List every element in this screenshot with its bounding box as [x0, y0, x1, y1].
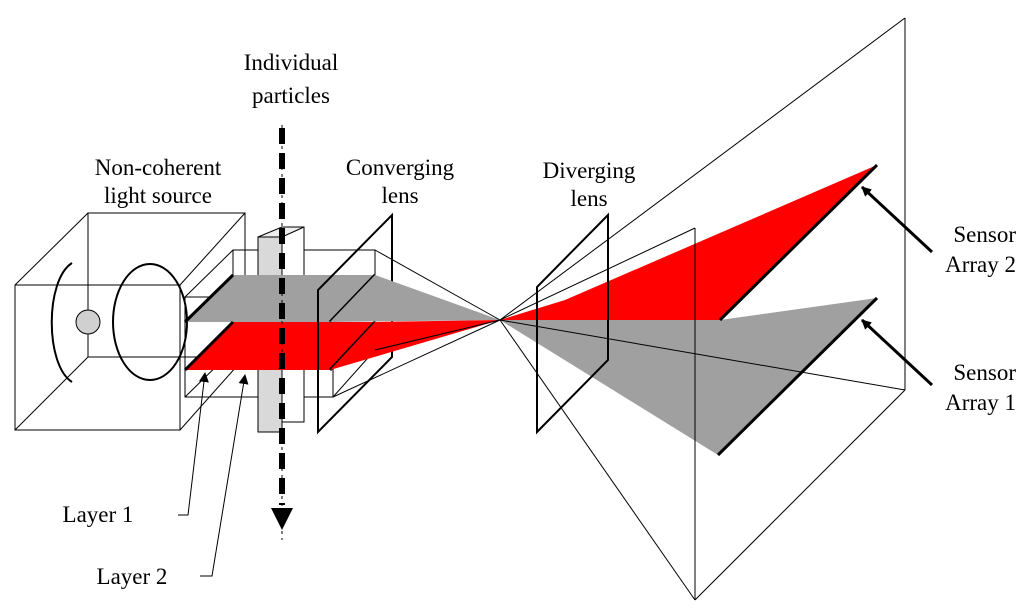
label-sensor-array-1-1: Sensor [953, 360, 1016, 385]
label-sensor-array-2-1: Sensor [953, 222, 1016, 247]
label-layer-2: Layer 2 [97, 564, 168, 589]
label-individual-particles-2: particles [252, 83, 330, 108]
pointer-layer-2 [200, 374, 249, 577]
label-converging-lens-2: lens [381, 183, 418, 208]
pointer-sensor-array-1 [860, 318, 934, 387]
layer-2-plane [185, 322, 375, 370]
light-wave-outer [112, 263, 188, 381]
beam-to-sensor-1 [500, 298, 877, 455]
label-sensor-array-2-2: Array 2 [945, 252, 1016, 277]
lamp-bulb [75, 309, 101, 335]
label-sensor-array-1-2: Array 1 [945, 390, 1016, 415]
beam-layer-1 [330, 275, 500, 322]
label-diverging-lens-2: lens [570, 186, 607, 211]
label-layer-1: Layer 1 [63, 502, 134, 527]
particle-flow-arrowhead [271, 508, 293, 530]
beam-to-sensor-2 [500, 165, 877, 320]
layer-1-plane [185, 275, 375, 322]
label-light-source-1: Non-coherent [95, 155, 222, 180]
sensor-array-1-edge [716, 296, 879, 457]
diverging-lens [536, 212, 609, 435]
pointer-layer-1 [178, 372, 209, 516]
label-individual-particles-1: Individual [244, 50, 339, 75]
sensor-array-2-edge [718, 163, 879, 322]
pointer-sensor-array-2 [860, 185, 934, 254]
label-diverging-lens-1: Diverging [543, 158, 636, 183]
label-light-source-2: light source [104, 183, 212, 208]
light-wave-inner [50, 262, 73, 383]
beam-layer-2 [330, 320, 500, 370]
sensor-plane [499, 17, 906, 601]
light-source-lamp [50, 262, 188, 383]
beam-outline [332, 249, 501, 398]
label-converging-lens-1: Converging [346, 155, 455, 180]
converging-lens [317, 212, 393, 435]
